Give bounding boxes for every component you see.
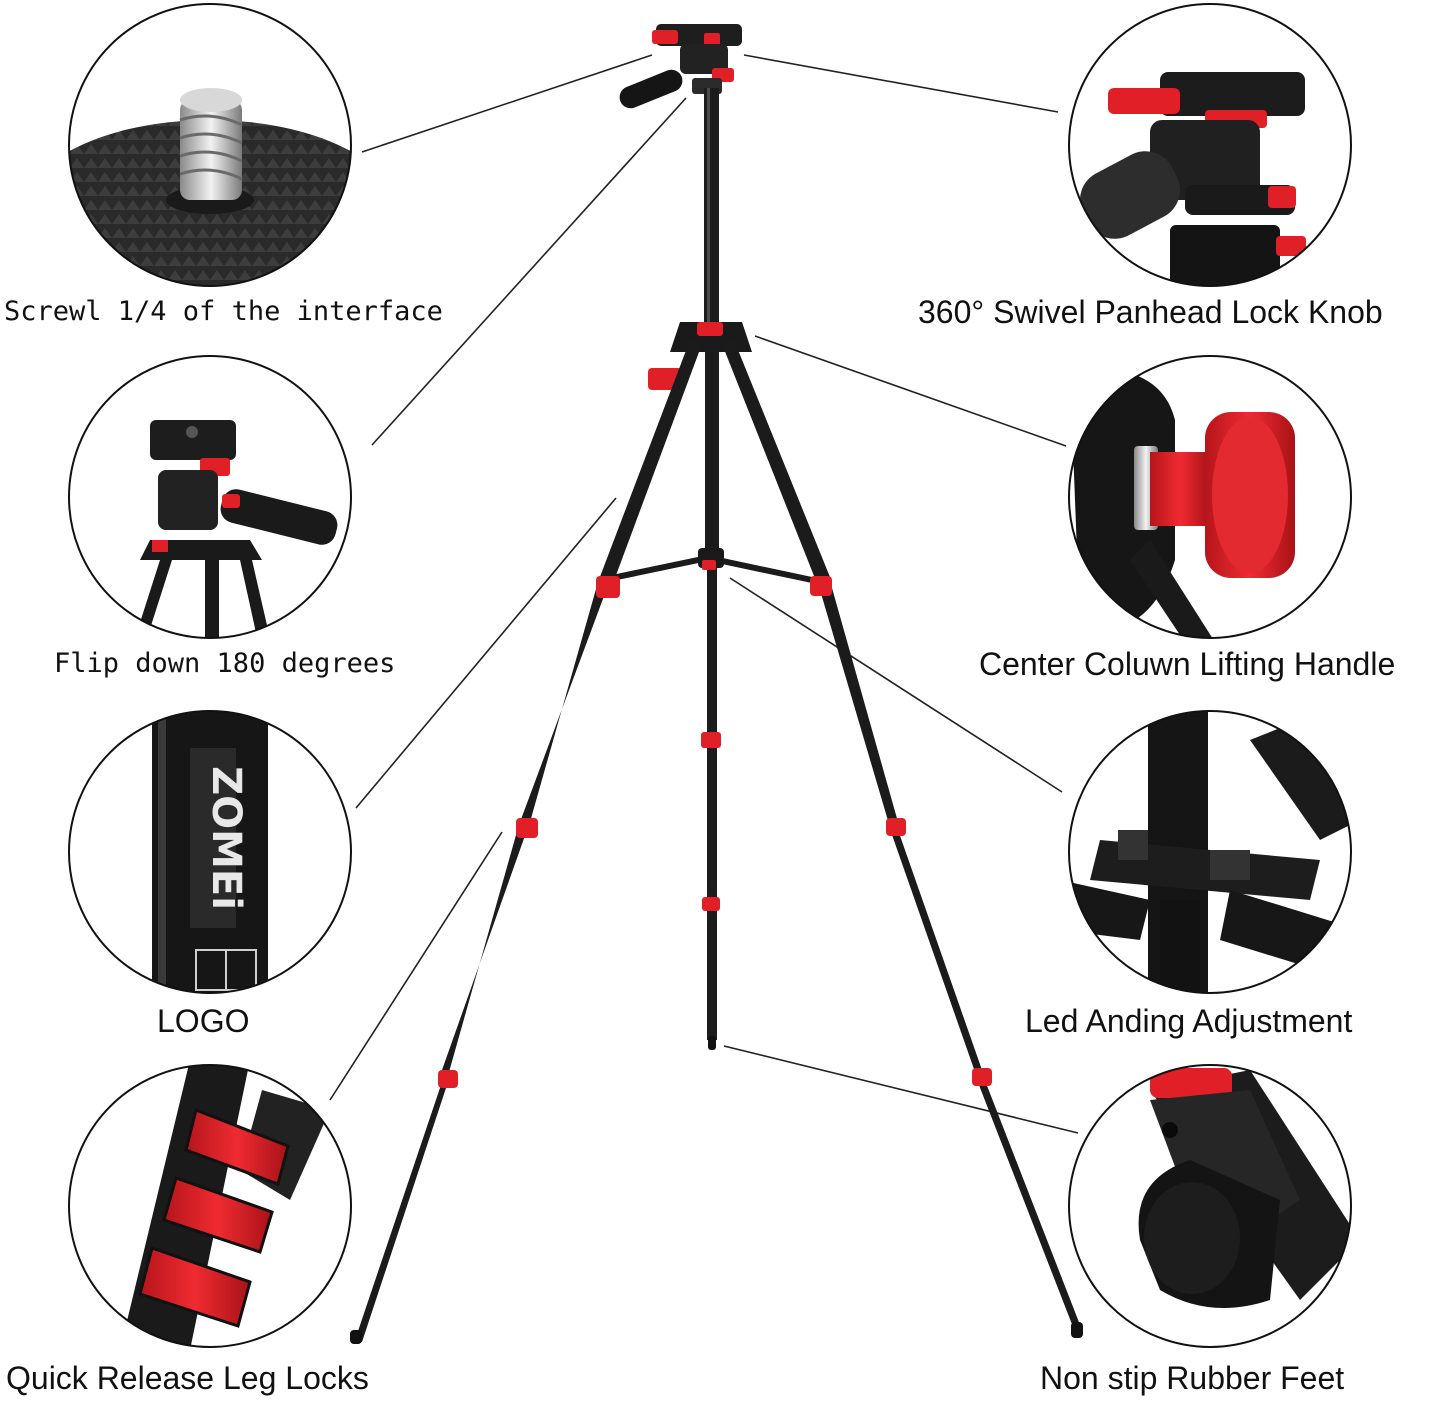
label-rubber-feet: Non stip Rubber Feet (1040, 1360, 1345, 1396)
callout-lines (329, 54, 1079, 1134)
detail-circle-logo: ZOMEi (68, 710, 352, 994)
detail-circle-screw (68, 3, 352, 287)
detail-circle-leg-locks (68, 1064, 352, 1348)
label-swivel-knob: 360° Swivel Panhead Lock Knob (918, 294, 1383, 330)
label-flip-down: Flip down 180 degrees (54, 648, 396, 679)
detail-circle-swivel (1068, 3, 1352, 287)
label-leg-locks: Quick Release Leg Locks (6, 1360, 369, 1396)
detail-circle-center-column (1068, 355, 1352, 639)
label-center-column: Center Coluwn Lifting Handle (979, 646, 1396, 682)
detail-circle-feet (1068, 1064, 1352, 1348)
label-leg-angle: Led Anding Adjustment (1025, 1003, 1353, 1039)
tripod (350, 24, 1083, 1344)
pan-head (619, 24, 742, 109)
detail-circle-leg-angle (1068, 710, 1352, 994)
label-logo: LOGO (157, 1003, 250, 1039)
detail-circle-flip (68, 355, 352, 639)
label-screw-interface: Screwl 1/4 of the interface (4, 296, 443, 327)
brand-logo: ZOMEi (203, 766, 249, 910)
